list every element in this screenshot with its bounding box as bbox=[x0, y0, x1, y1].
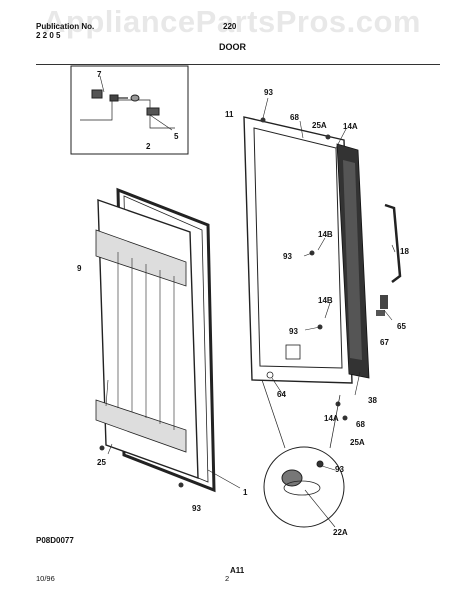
hinge-parts bbox=[376, 295, 388, 316]
callout-9: 9 bbox=[77, 264, 82, 273]
figure-code: P08D0077 bbox=[36, 536, 74, 545]
callout-22a: 22A bbox=[333, 528, 348, 537]
callout-11: 11 bbox=[225, 110, 234, 119]
inset-detail bbox=[70, 65, 189, 155]
model-fragment: 220 bbox=[223, 22, 237, 31]
callout-7: 7 bbox=[97, 70, 102, 79]
footer-page: 2 bbox=[225, 574, 230, 583]
footer-date: 10/96 bbox=[36, 574, 55, 583]
callout-2: 2 bbox=[146, 142, 151, 151]
callout-14b: 14B bbox=[318, 230, 333, 239]
callout-68: 68 bbox=[290, 113, 299, 122]
callout-18: 18 bbox=[400, 247, 409, 256]
callout-93: 93 bbox=[264, 88, 273, 97]
leader-lines bbox=[105, 97, 396, 528]
callout-1: 1 bbox=[243, 488, 248, 497]
callout-68: 68 bbox=[356, 420, 365, 429]
detail-circle bbox=[261, 379, 345, 528]
callout-25a: 25A bbox=[350, 438, 365, 447]
callout-25: 25 bbox=[97, 458, 106, 467]
callout-14a: 14A bbox=[324, 414, 339, 423]
header-rule bbox=[36, 64, 440, 65]
callout-65: 65 bbox=[397, 322, 406, 331]
screws bbox=[99, 117, 348, 488]
callout-64: 64 bbox=[277, 390, 286, 399]
callout-14b: 14B bbox=[318, 296, 333, 305]
callout-93: 93 bbox=[192, 504, 201, 513]
handle-strip bbox=[336, 143, 370, 379]
callout-93: 93 bbox=[289, 327, 298, 336]
callout-25a: 25A bbox=[312, 121, 327, 130]
callout-38: 38 bbox=[368, 396, 377, 405]
footer-section: A11 bbox=[230, 566, 245, 575]
publication-number: 2 2 0 5 bbox=[36, 31, 61, 40]
callout-67: 67 bbox=[380, 338, 389, 347]
outer-panel bbox=[243, 116, 353, 384]
diagram-title: DOOR bbox=[219, 42, 246, 52]
callout-14a: 14A bbox=[343, 122, 358, 131]
callout-93: 93 bbox=[283, 252, 292, 261]
door-liner bbox=[95, 199, 199, 480]
callout-93: 93 bbox=[335, 465, 344, 474]
callout-5: 5 bbox=[174, 132, 179, 141]
door-handle bbox=[384, 203, 402, 283]
publication-label: Publication No. bbox=[36, 22, 95, 31]
